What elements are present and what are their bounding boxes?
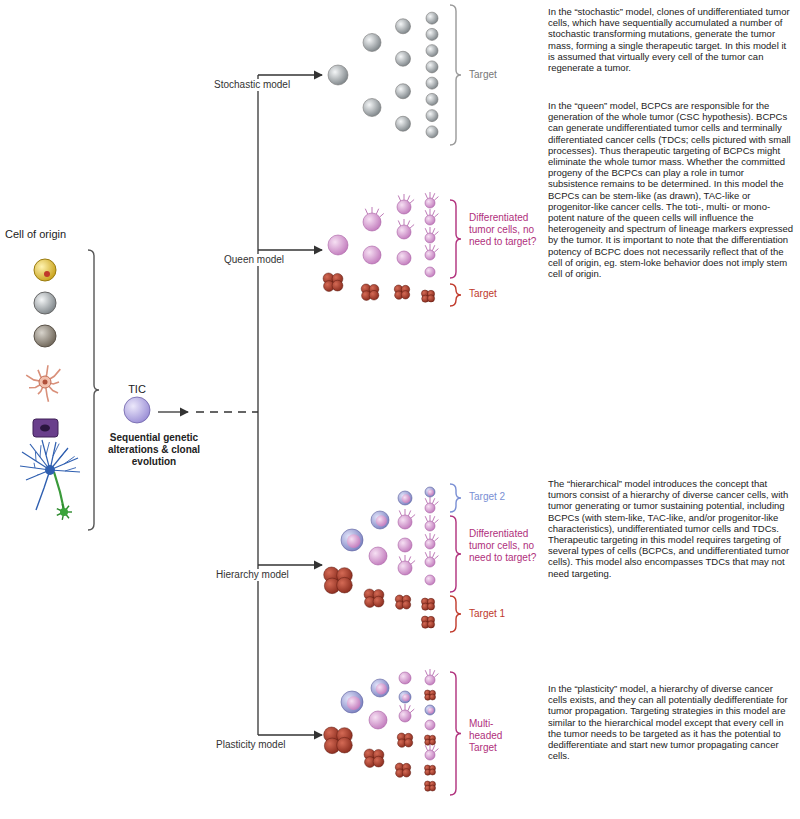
description: In the “queen” model, BCPCs are responsi… xyxy=(548,100,794,279)
target-label: Target xyxy=(469,288,497,300)
target-label: Target 2 xyxy=(469,491,505,503)
target-label: Target 1 xyxy=(469,608,505,620)
target-bracket xyxy=(450,484,461,512)
tumor-cells xyxy=(323,12,438,791)
description: The “hierarchical” model introduces the … xyxy=(548,478,794,579)
target-bracket xyxy=(450,5,461,145)
dashed-line xyxy=(196,411,258,412)
bracket-label: Multi-headed Target xyxy=(469,718,525,753)
branch-arrow xyxy=(258,564,322,565)
differentiated-bracket xyxy=(450,200,461,278)
origin-brace xyxy=(88,250,99,530)
model-name: Queen model xyxy=(222,254,286,266)
model-name: Stochastic model xyxy=(212,79,292,91)
bracket-label: Differentiated tumor cells, no need to t… xyxy=(469,212,547,247)
bracket-label: Differentiated tumor cells, no need to t… xyxy=(469,528,547,563)
origin-label: Cell of origin xyxy=(5,228,66,241)
tic-circle xyxy=(122,395,152,425)
description: In the “plasticity” model, a hierarchy o… xyxy=(548,683,794,761)
branch-arrow xyxy=(258,74,322,75)
description: In the “stochastic” model, clones of und… xyxy=(548,6,794,73)
target-bracket xyxy=(450,672,461,795)
cell-of-origin-icons xyxy=(20,259,80,520)
differentiated-bracket xyxy=(450,516,461,592)
process-label: Sequential genetic alterations & clonal … xyxy=(92,432,216,467)
branch-arrow xyxy=(258,249,322,250)
node-label: TIC xyxy=(122,383,152,395)
target-label: Target xyxy=(469,69,497,81)
tic-arrow xyxy=(158,411,188,412)
target-bracket xyxy=(450,284,461,306)
trunk-line xyxy=(257,75,258,735)
tic-node: TIC xyxy=(122,383,152,425)
model-name: Plasticity model xyxy=(214,739,287,751)
target-bracket xyxy=(450,596,461,632)
model-name: Hierarchy model xyxy=(214,569,291,581)
branch-arrow xyxy=(258,734,322,735)
